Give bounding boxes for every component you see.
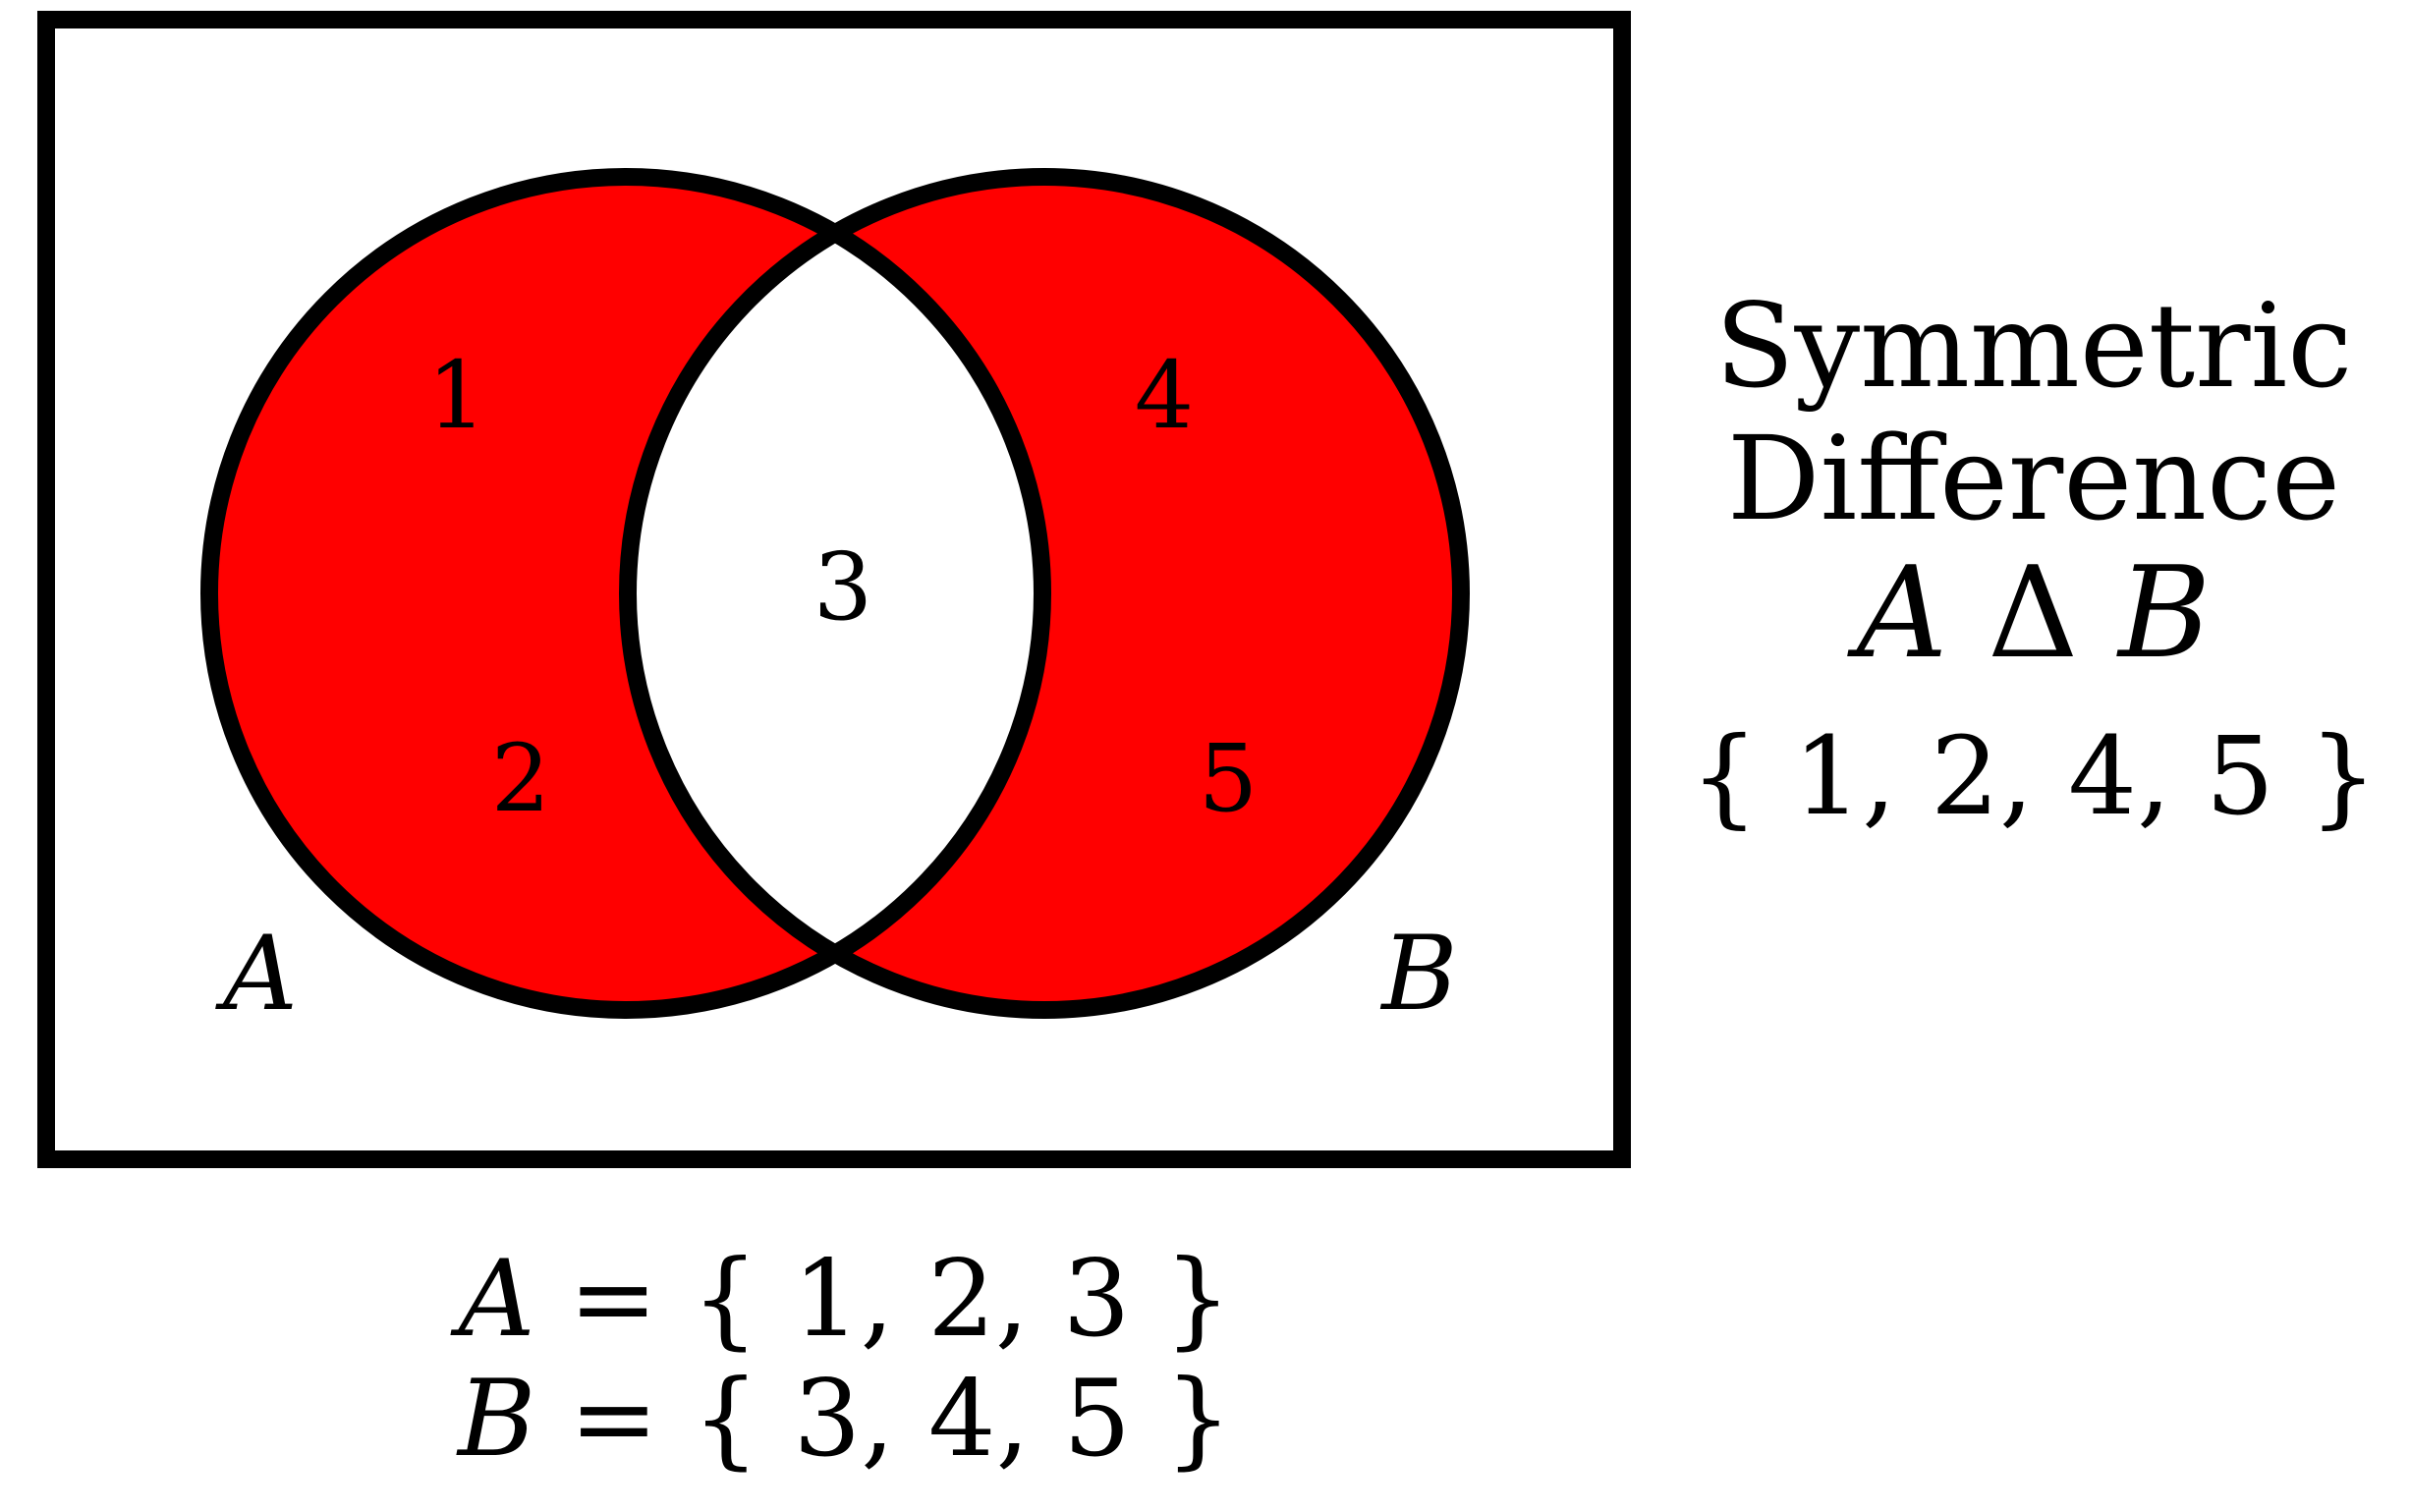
region-label-3: 3 <box>813 533 872 642</box>
region-label-2: 2 <box>491 725 550 833</box>
set-b-definition-name: B <box>457 1358 536 1481</box>
result-set: { 1, 2, 4, 5 } <box>1690 713 2378 839</box>
set-b-label: B <box>1379 914 1457 1034</box>
region-label-4: 4 <box>1135 342 1194 450</box>
region-label-1: 1 <box>427 342 486 450</box>
formula-left-set: A <box>1856 540 1948 687</box>
set-b-definition-elements: = { 3, 4, 5 } <box>569 1358 1233 1481</box>
title-line-1: Symmetric <box>1714 278 2353 414</box>
set-a-outline <box>200 168 1051 1019</box>
set-b-definition: B = { 3, 4, 5 } <box>373 1360 1317 1480</box>
region-label-5: 5 <box>1199 725 1258 833</box>
formula-operator: Δ <box>1987 540 2079 687</box>
intersection-region <box>628 177 1042 1010</box>
set-a-definition-name: A <box>458 1238 535 1361</box>
set-b-outline <box>619 168 1470 1019</box>
set-a-definition: A = { 1, 2, 3 } <box>373 1240 1317 1360</box>
symmetric-difference-formula: A Δ B <box>1660 540 2407 688</box>
formula-right-set: B <box>2118 540 2212 687</box>
set-a-definition-elements: = { 1, 2, 3 } <box>568 1238 1232 1361</box>
title-line-2: Difference <box>1726 411 2341 546</box>
set-a-label: A <box>215 914 298 1034</box>
